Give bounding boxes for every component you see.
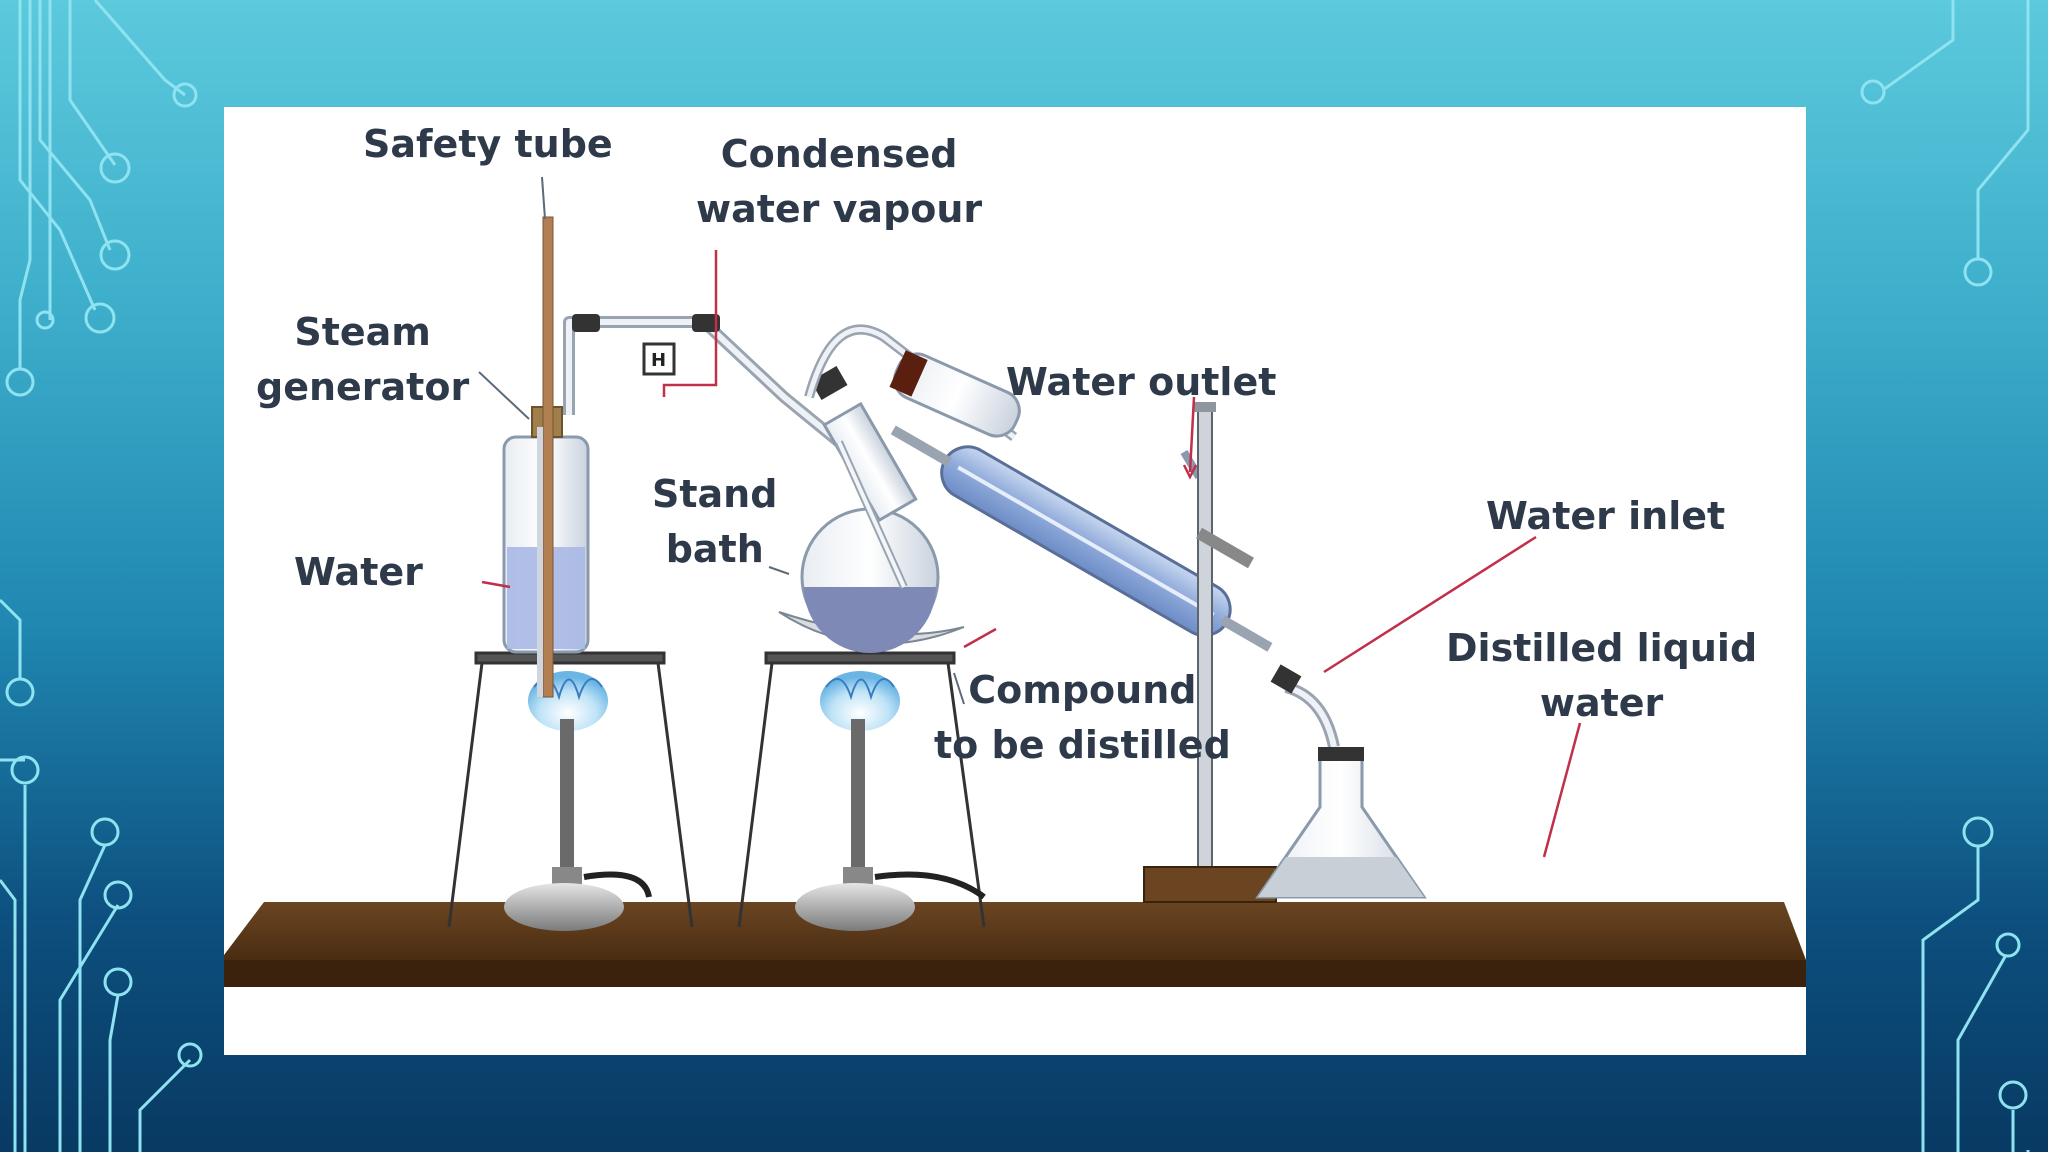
conical-flask [1255, 747, 1427, 899]
label-stand-line2: bath [665, 527, 764, 571]
bunsen-burner-1 [504, 719, 652, 931]
label-distilled-line2: water [1539, 681, 1664, 725]
label-stand-bath: Stand bath [652, 467, 777, 577]
label-stand-line1: Stand [652, 472, 778, 516]
label-steam-generator: Steam generator [256, 305, 469, 415]
tripod-stand-1 [447, 651, 694, 928]
label-condensed-line1: Condensed [720, 132, 958, 176]
label-safety-tube: Safety tube [363, 122, 613, 166]
label-compound-to-be-distilled: Compound to be distilled [934, 663, 1231, 773]
svg-text:H: H [651, 350, 666, 371]
delivery-tube [563, 316, 843, 447]
label-condensed-water-vapour: Condensed water vapour [696, 127, 982, 237]
label-distilled-liquid-water: Distilled liquid water [1446, 621, 1757, 731]
bench [224, 902, 1806, 987]
round-bottom-flask [800, 401, 940, 653]
circuit-decoration-left [0, 0, 203, 1152]
tripod-stand-2 [737, 651, 986, 928]
adapter [889, 350, 1021, 438]
label-distilled-line1: Distilled liquid [1446, 626, 1758, 670]
bunsen-burner-2 [795, 719, 986, 931]
label-steam-line1: Steam [294, 310, 431, 354]
label-compound-line2: to be distilled [934, 723, 1231, 767]
label-water-inlet: Water inlet [1486, 494, 1726, 538]
liebig-condenser [890, 425, 1273, 652]
retort-stand [1143, 402, 1277, 903]
label-water-outlet: Water outlet [1006, 360, 1277, 404]
diagram-frame: H [224, 107, 1806, 1055]
label-condensed-line2: water vapour [696, 187, 983, 231]
label-water: Water [294, 550, 423, 594]
label-steam-line2: generator [256, 365, 470, 409]
safety-tube [542, 216, 554, 698]
distillation-apparatus: H [224, 176, 1806, 987]
label-compound-line1: Compound [968, 668, 1197, 712]
circuit-decoration-right [1860, 0, 2030, 1152]
